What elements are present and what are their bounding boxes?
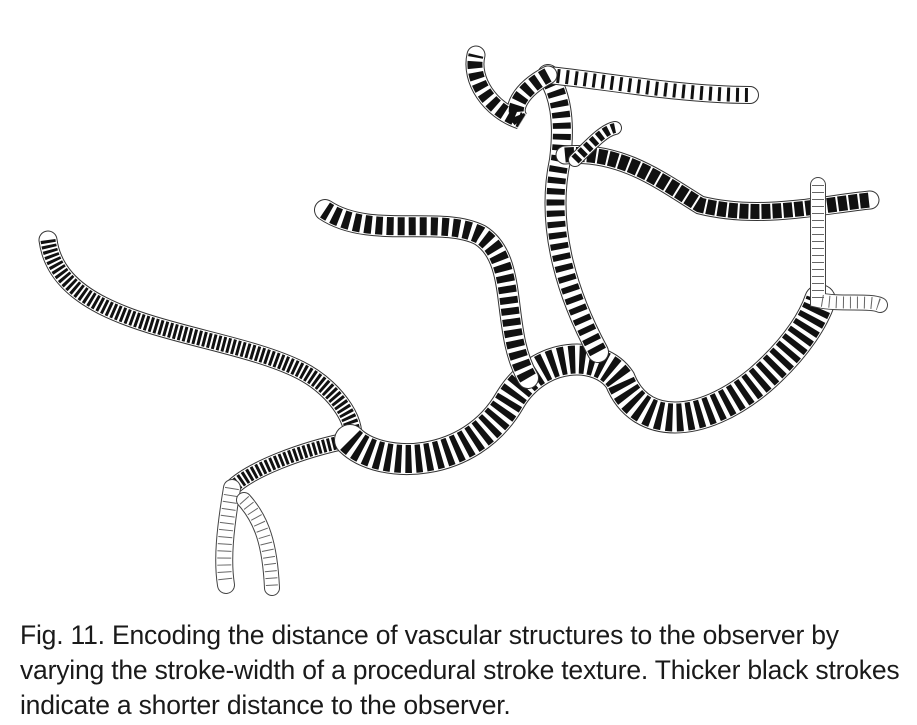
vessel-middle-up-stroke-texture [320,202,536,383]
vessel-right-vertical-fill [811,178,887,312]
vessel-left-branch-stroke-texture [40,238,360,446]
vessel-tree [38,45,888,596]
figure-caption: Fig. 11. Encoding the distance of vascul… [20,620,900,720]
vessel-bottom-left-2-stroke-texture [239,495,278,589]
vessel-top-right-stroke-texture [547,68,751,102]
vessel-center-up-stroke-texture [540,70,606,357]
vessel-bottom-left-2-fill [237,493,279,595]
vessel-left-lower-stroke-texture [227,433,352,493]
vessel-small-twig-stroke-texture [571,123,617,164]
vascular-illustration [38,45,888,596]
vessel-main-trunk-stroke-texture [340,295,834,474]
vessel-top-left-stroke-texture [467,53,552,128]
vessel-left-lower-fill [224,432,358,496]
vessel-bottom-left-fill [216,480,240,593]
